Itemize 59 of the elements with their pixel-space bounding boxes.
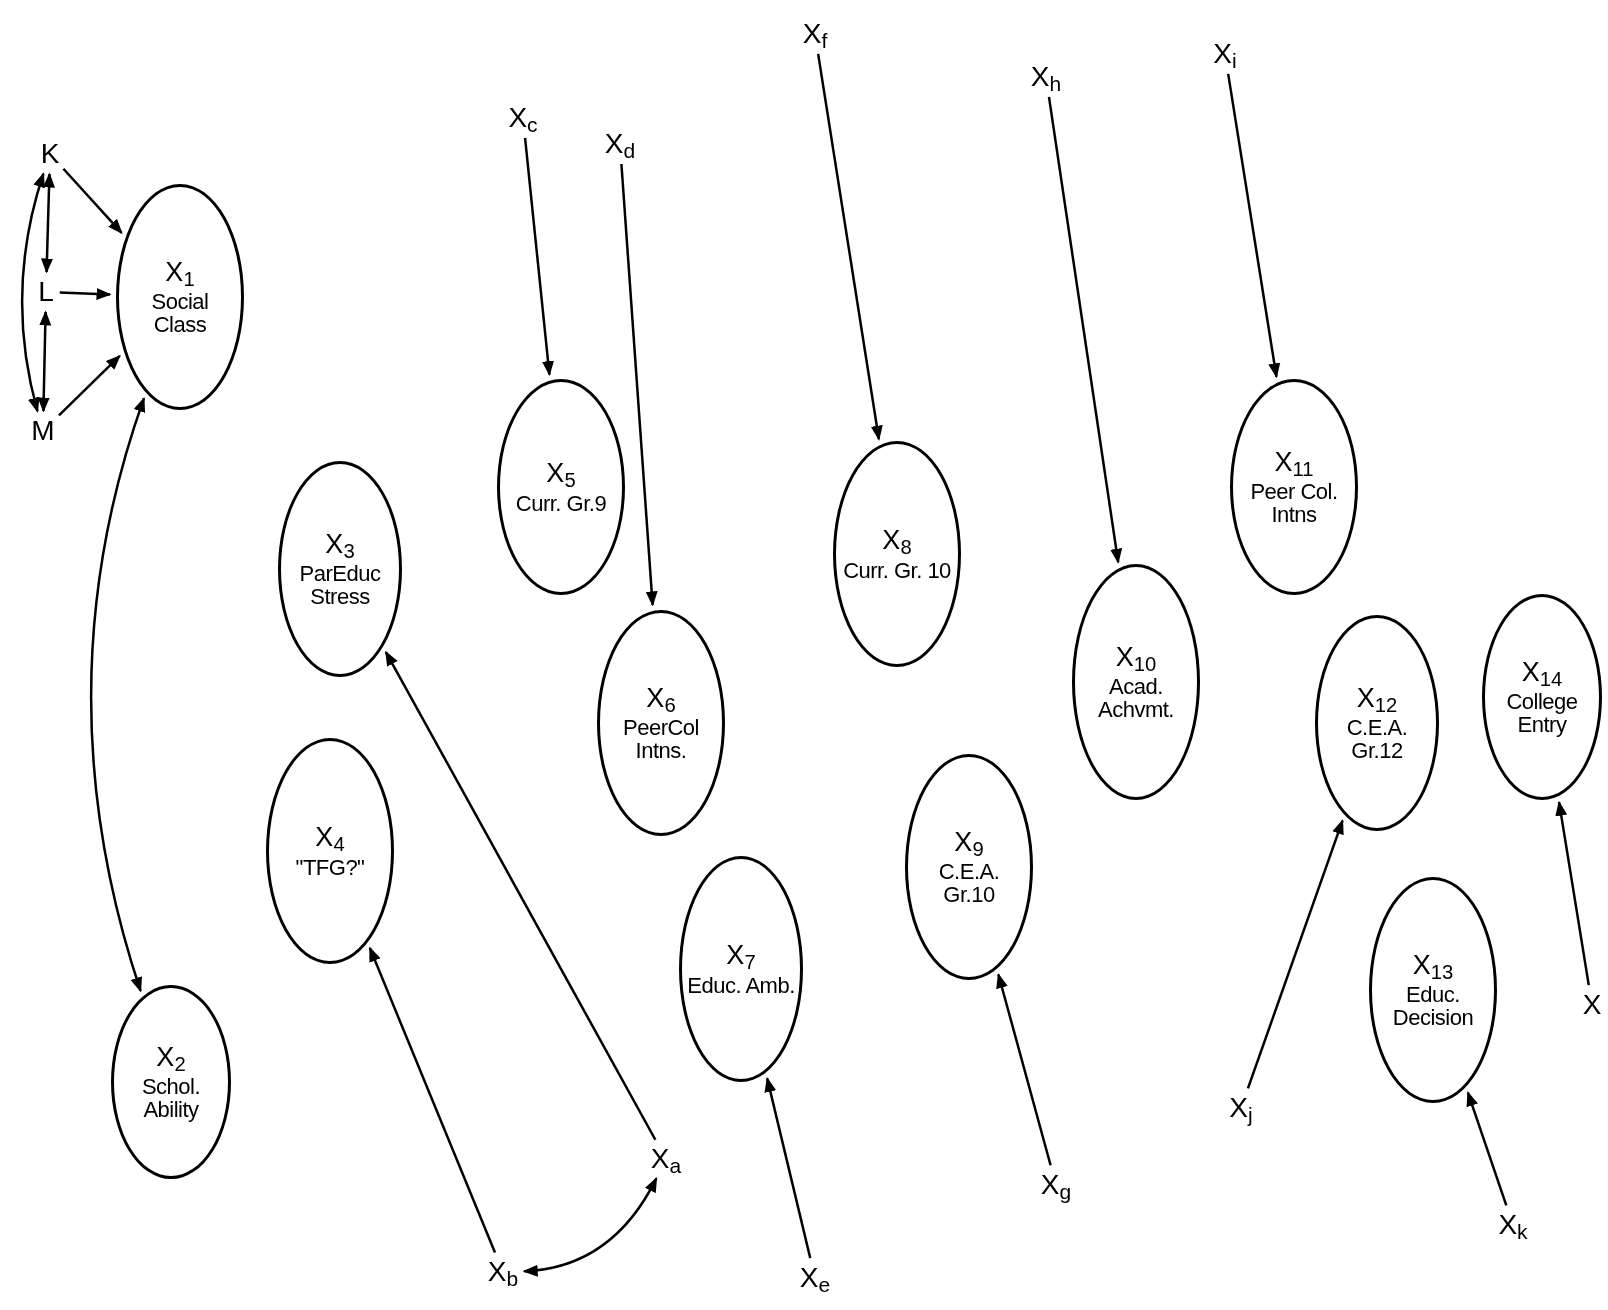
arrow: [20, 172, 46, 413]
variable-label: X$_{h}$: [1030, 63, 1062, 91]
arrow: [1246, 819, 1344, 1089]
variable-symbol: X$_{13}$: [1412, 950, 1454, 980]
arrow: [816, 53, 883, 441]
variable-label: X$_{b}$: [487, 1258, 519, 1286]
variable-name: Acad. Achvmt.: [1097, 675, 1175, 722]
variable-name: Educ. Amb.: [687, 973, 795, 997]
variable-label: X$_{i}$: [1213, 40, 1237, 68]
arrow: [996, 973, 1052, 1166]
variable-label: X$_{k}$: [1498, 1211, 1528, 1239]
variable-name: PeerCol Intns.: [622, 716, 700, 763]
variable-name: C.E.A. Gr.10: [937, 860, 1001, 907]
variable-name: Curr. Gr. 10: [843, 558, 951, 582]
arrow: [764, 1076, 812, 1259]
arrow: [1466, 1091, 1508, 1206]
variable-name: Social Class: [150, 290, 210, 337]
variable-label: X$_{d}$: [604, 130, 636, 158]
variable-symbol: X$_{1}$: [165, 257, 195, 287]
arrow: [37, 310, 52, 413]
variable-symbol: X$_{4}$: [315, 823, 345, 852]
arrow: [1555, 800, 1590, 986]
variable-symbol: X$_{10}$: [1115, 642, 1157, 672]
variable-name: ParEduc Stress: [298, 562, 382, 609]
arrow: [62, 167, 123, 234]
arrow: [1226, 73, 1281, 379]
variable-symbol: X$_{9}$: [954, 827, 984, 857]
variable-name: C.E.A. Gr.12: [1345, 716, 1409, 763]
variable-symbol: X$_{11}$: [1274, 447, 1314, 477]
variable-name: "TFG?": [295, 855, 365, 879]
variable-symbol: X$_{2}$: [156, 1042, 186, 1072]
variable-label: X$_{f}$: [802, 20, 828, 48]
arrow: [522, 1177, 658, 1277]
variable-symbol: X$_{7}$: [726, 941, 756, 970]
variable-name: Peer Col. Intns: [1249, 480, 1339, 527]
variable-symbol: X$_{3}$: [325, 529, 355, 559]
arrow: [89, 396, 146, 993]
arrow: [58, 354, 121, 417]
variable-name: Schol. Ability: [140, 1075, 202, 1122]
variable-name: College Entry: [1505, 690, 1579, 737]
variable-label: M: [31, 417, 55, 445]
arrow: [40, 172, 56, 274]
variable-label: X$_{a}$: [650, 1145, 682, 1173]
arrow: [620, 163, 658, 607]
variable-label: X: [1582, 991, 1602, 1019]
variable-symbol: X$_{5}$: [546, 459, 576, 488]
variable-label: K: [40, 140, 60, 168]
variable-symbol: X$_{8}$: [882, 526, 912, 555]
variable-symbol: X$_{14}$: [1521, 657, 1563, 687]
variable-label: X$_{c}$: [508, 104, 538, 132]
variable-label: L: [38, 278, 54, 306]
variable-name: Curr. Gr.9: [515, 491, 607, 515]
variable-name: Educ. Decision: [1391, 983, 1475, 1030]
variable-symbol: X$_{12}$: [1356, 683, 1398, 713]
arrow: [59, 287, 112, 300]
variable-label: X$_{e}$: [799, 1264, 831, 1292]
arrow: [523, 137, 554, 377]
variable-symbol: X$_{6}$: [646, 683, 676, 713]
arrow: [1047, 96, 1123, 564]
